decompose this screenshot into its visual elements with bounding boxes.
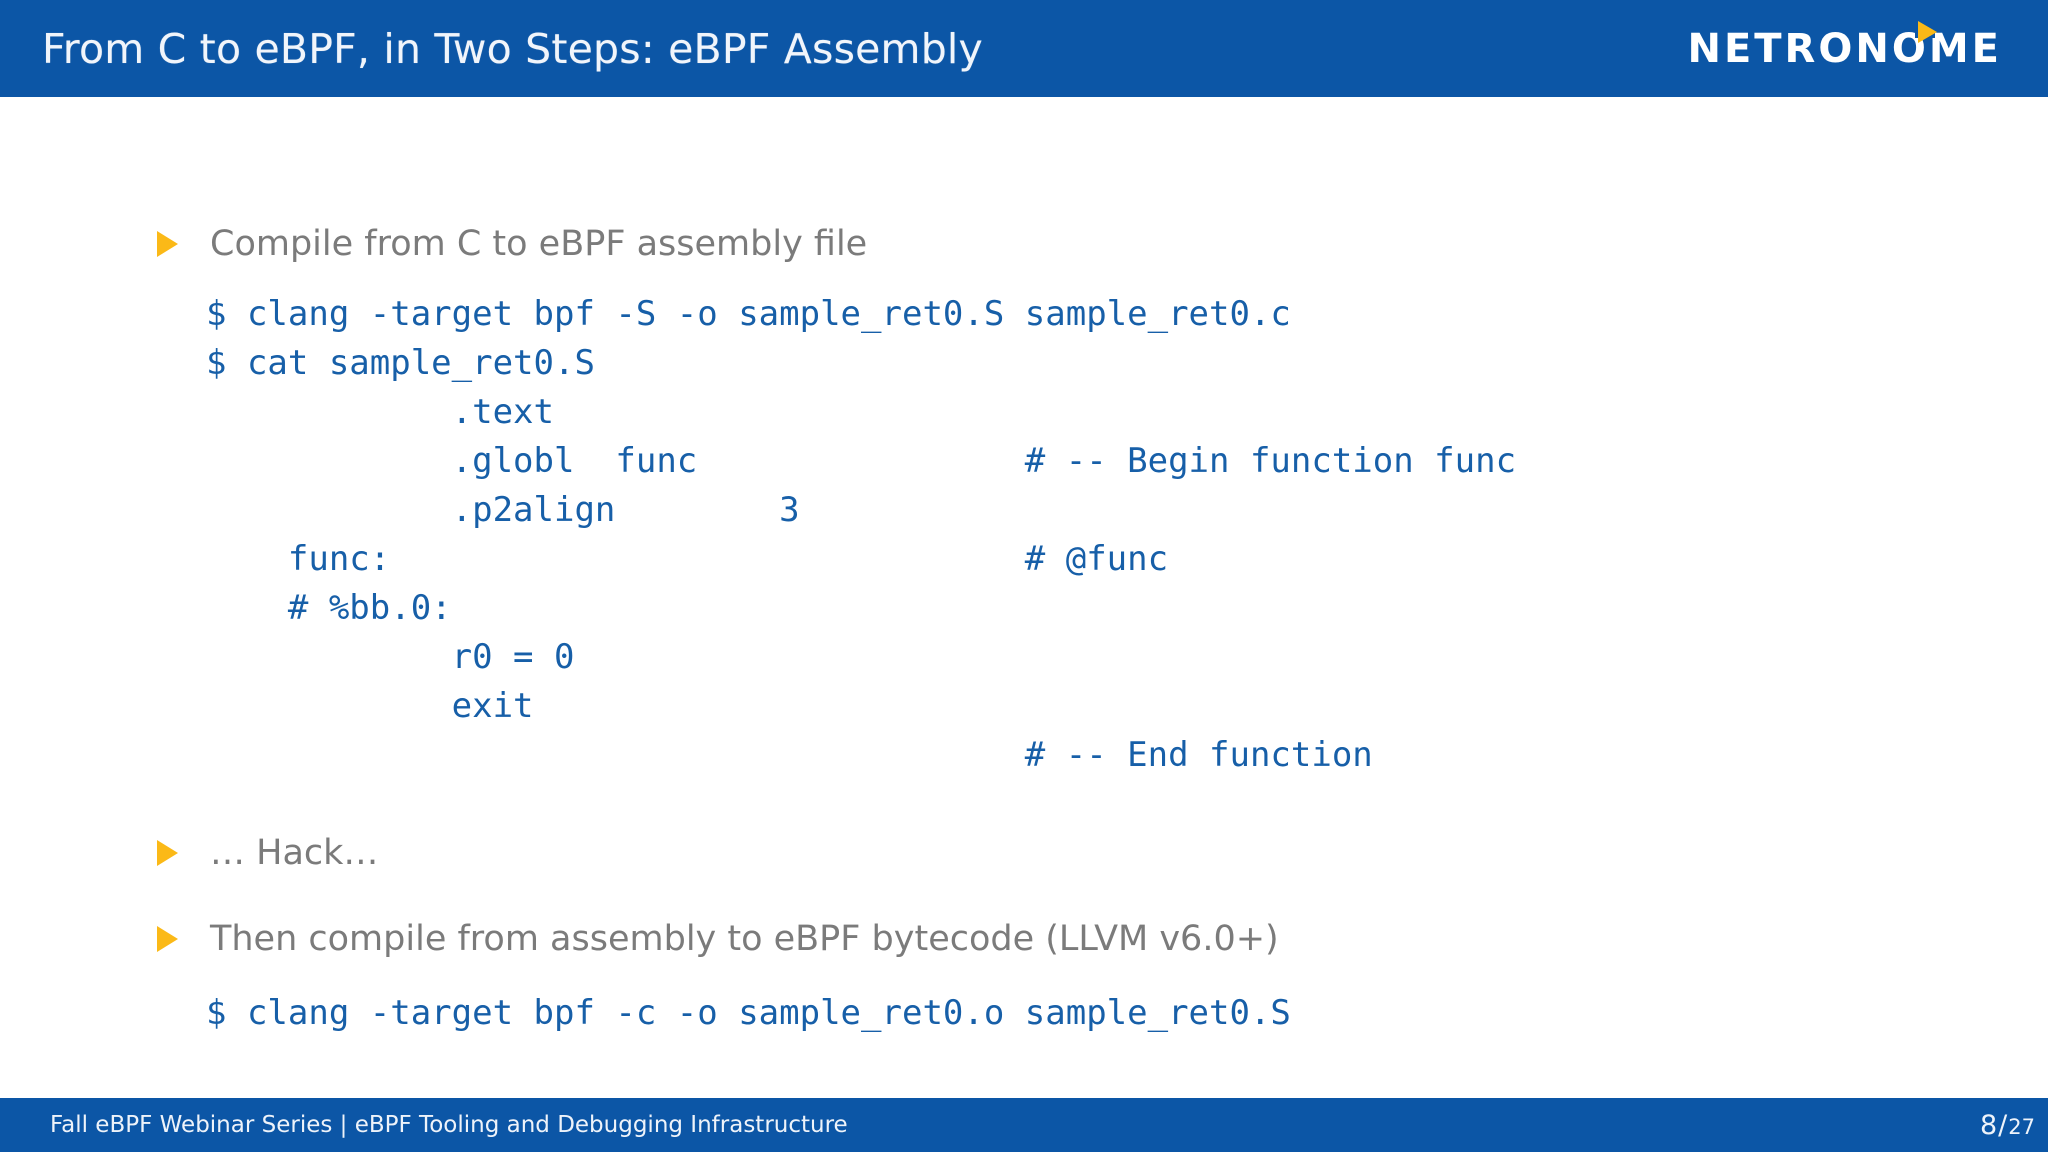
logo-arrow-icon xyxy=(1917,20,1937,43)
bullet-item-hack: … Hack… xyxy=(157,828,378,877)
bullet-triangle-icon xyxy=(157,925,178,952)
logo-text-right: ME xyxy=(1928,25,2002,72)
bullet-triangle-icon xyxy=(157,230,178,257)
slide-header: From C to eBPF, in Two Steps: eBPF Assem… xyxy=(0,0,2048,97)
bullet-text: … Hack… xyxy=(210,832,379,873)
footer-caption: Fall eBPF Webinar Series | eBPF Tooling … xyxy=(50,1112,848,1138)
slide-title: From C to eBPF, in Two Steps: eBPF Assem… xyxy=(42,24,983,73)
logo-o: O xyxy=(1892,20,1937,72)
slide-footer: Fall eBPF Webinar Series | eBPF Tooling … xyxy=(0,1098,2048,1152)
bullet-item-compile: Compile from C to eBPF assembly file xyxy=(157,219,867,268)
page-total: 27 xyxy=(2008,1114,2035,1139)
bullet-triangle-icon xyxy=(157,839,178,866)
page-separator: / xyxy=(1998,1109,2008,1141)
page-current: 8 xyxy=(1979,1109,1998,1141)
bullet-text: Compile from C to eBPF assembly file xyxy=(210,223,868,264)
bullet-item-then-compile: Then compile from assembly to eBPF bytec… xyxy=(157,914,1279,963)
logo-text-left: NETRON xyxy=(1687,25,1892,72)
bullet-text: Then compile from assembly to eBPF bytec… xyxy=(210,918,1279,959)
code-block-assembly-output: $ clang -target bpf -S -o sample_ret0.S … xyxy=(206,294,1517,775)
code-block-compile-command: $ clang -target bpf -c -o sample_ret0.o … xyxy=(206,993,1291,1033)
page-number: 8 / 27 xyxy=(1980,1110,2035,1141)
